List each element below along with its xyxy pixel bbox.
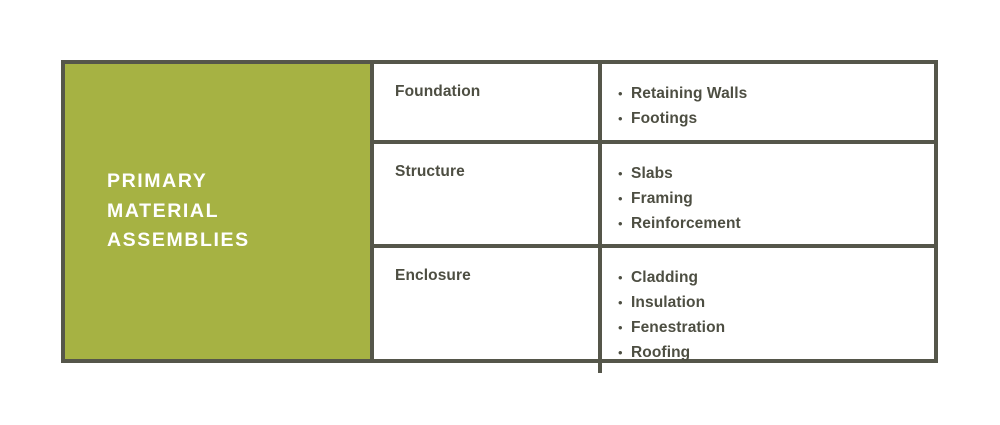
bullet-icon: • [618, 166, 623, 181]
list-item: • Retaining Walls [618, 83, 924, 104]
items-cell-foundation: • Retaining Walls • Footings [602, 64, 934, 140]
list-item: • Roofing [618, 342, 924, 363]
category-cell-enclosure: Enclosure [374, 248, 602, 373]
bullet-icon: • [618, 345, 623, 360]
item-list: • Slabs • Framing • Reinforcement [618, 163, 924, 234]
list-item: • Fenestration [618, 317, 924, 338]
bullet-icon: • [618, 270, 623, 285]
bullet-icon: • [618, 320, 623, 335]
bullet-icon: • [618, 191, 623, 206]
category-rows: Foundation • Retaining Walls • Footings [370, 64, 934, 373]
list-item-label: Footings [631, 110, 698, 127]
list-item-label: Insulation [631, 294, 706, 311]
item-list: • Cladding • Insulation • Fenestration [618, 267, 924, 363]
table-row: Enclosure • Cladding • Insulation • [374, 248, 934, 373]
list-item: • Reinforcement [618, 213, 924, 234]
bullet-icon: • [618, 86, 623, 101]
category-cell-foundation: Foundation [374, 64, 602, 140]
list-item-label: Fenestration [631, 319, 726, 336]
list-item-label: Roofing [631, 344, 691, 361]
primary-material-assemblies-matrix: PRIMARY MATERIAL ASSEMBLIES Foundation •… [61, 60, 938, 373]
list-item-label: Cladding [631, 269, 699, 286]
list-item: • Cladding [618, 267, 924, 288]
list-item: • Insulation [618, 292, 924, 313]
list-item-label: Retaining Walls [631, 85, 748, 102]
list-item-label: Slabs [631, 165, 673, 182]
category-label: Foundation [395, 83, 481, 100]
title-panel: PRIMARY MATERIAL ASSEMBLIES [65, 64, 370, 359]
panel-title-text: PRIMARY MATERIAL ASSEMBLIES [107, 170, 250, 252]
table-row: Structure • Slabs • Framing • [374, 144, 934, 248]
items-cell-structure: • Slabs • Framing • Reinforcement [602, 144, 934, 244]
table-row: Foundation • Retaining Walls • Footings [374, 64, 934, 144]
category-label: Structure [395, 163, 465, 180]
list-item: • Framing [618, 188, 924, 209]
category-cell-structure: Structure [374, 144, 602, 244]
bullet-icon: • [618, 216, 623, 231]
category-label: Enclosure [395, 267, 471, 284]
items-cell-enclosure: • Cladding • Insulation • Fenestration [602, 248, 934, 373]
list-item: • Footings [618, 108, 924, 129]
bullet-icon: • [618, 111, 623, 126]
list-item-label: Reinforcement [631, 215, 741, 232]
list-item-label: Framing [631, 190, 693, 207]
list-item: • Slabs [618, 163, 924, 184]
bullet-icon: • [618, 295, 623, 310]
item-list: • Retaining Walls • Footings [618, 83, 924, 129]
